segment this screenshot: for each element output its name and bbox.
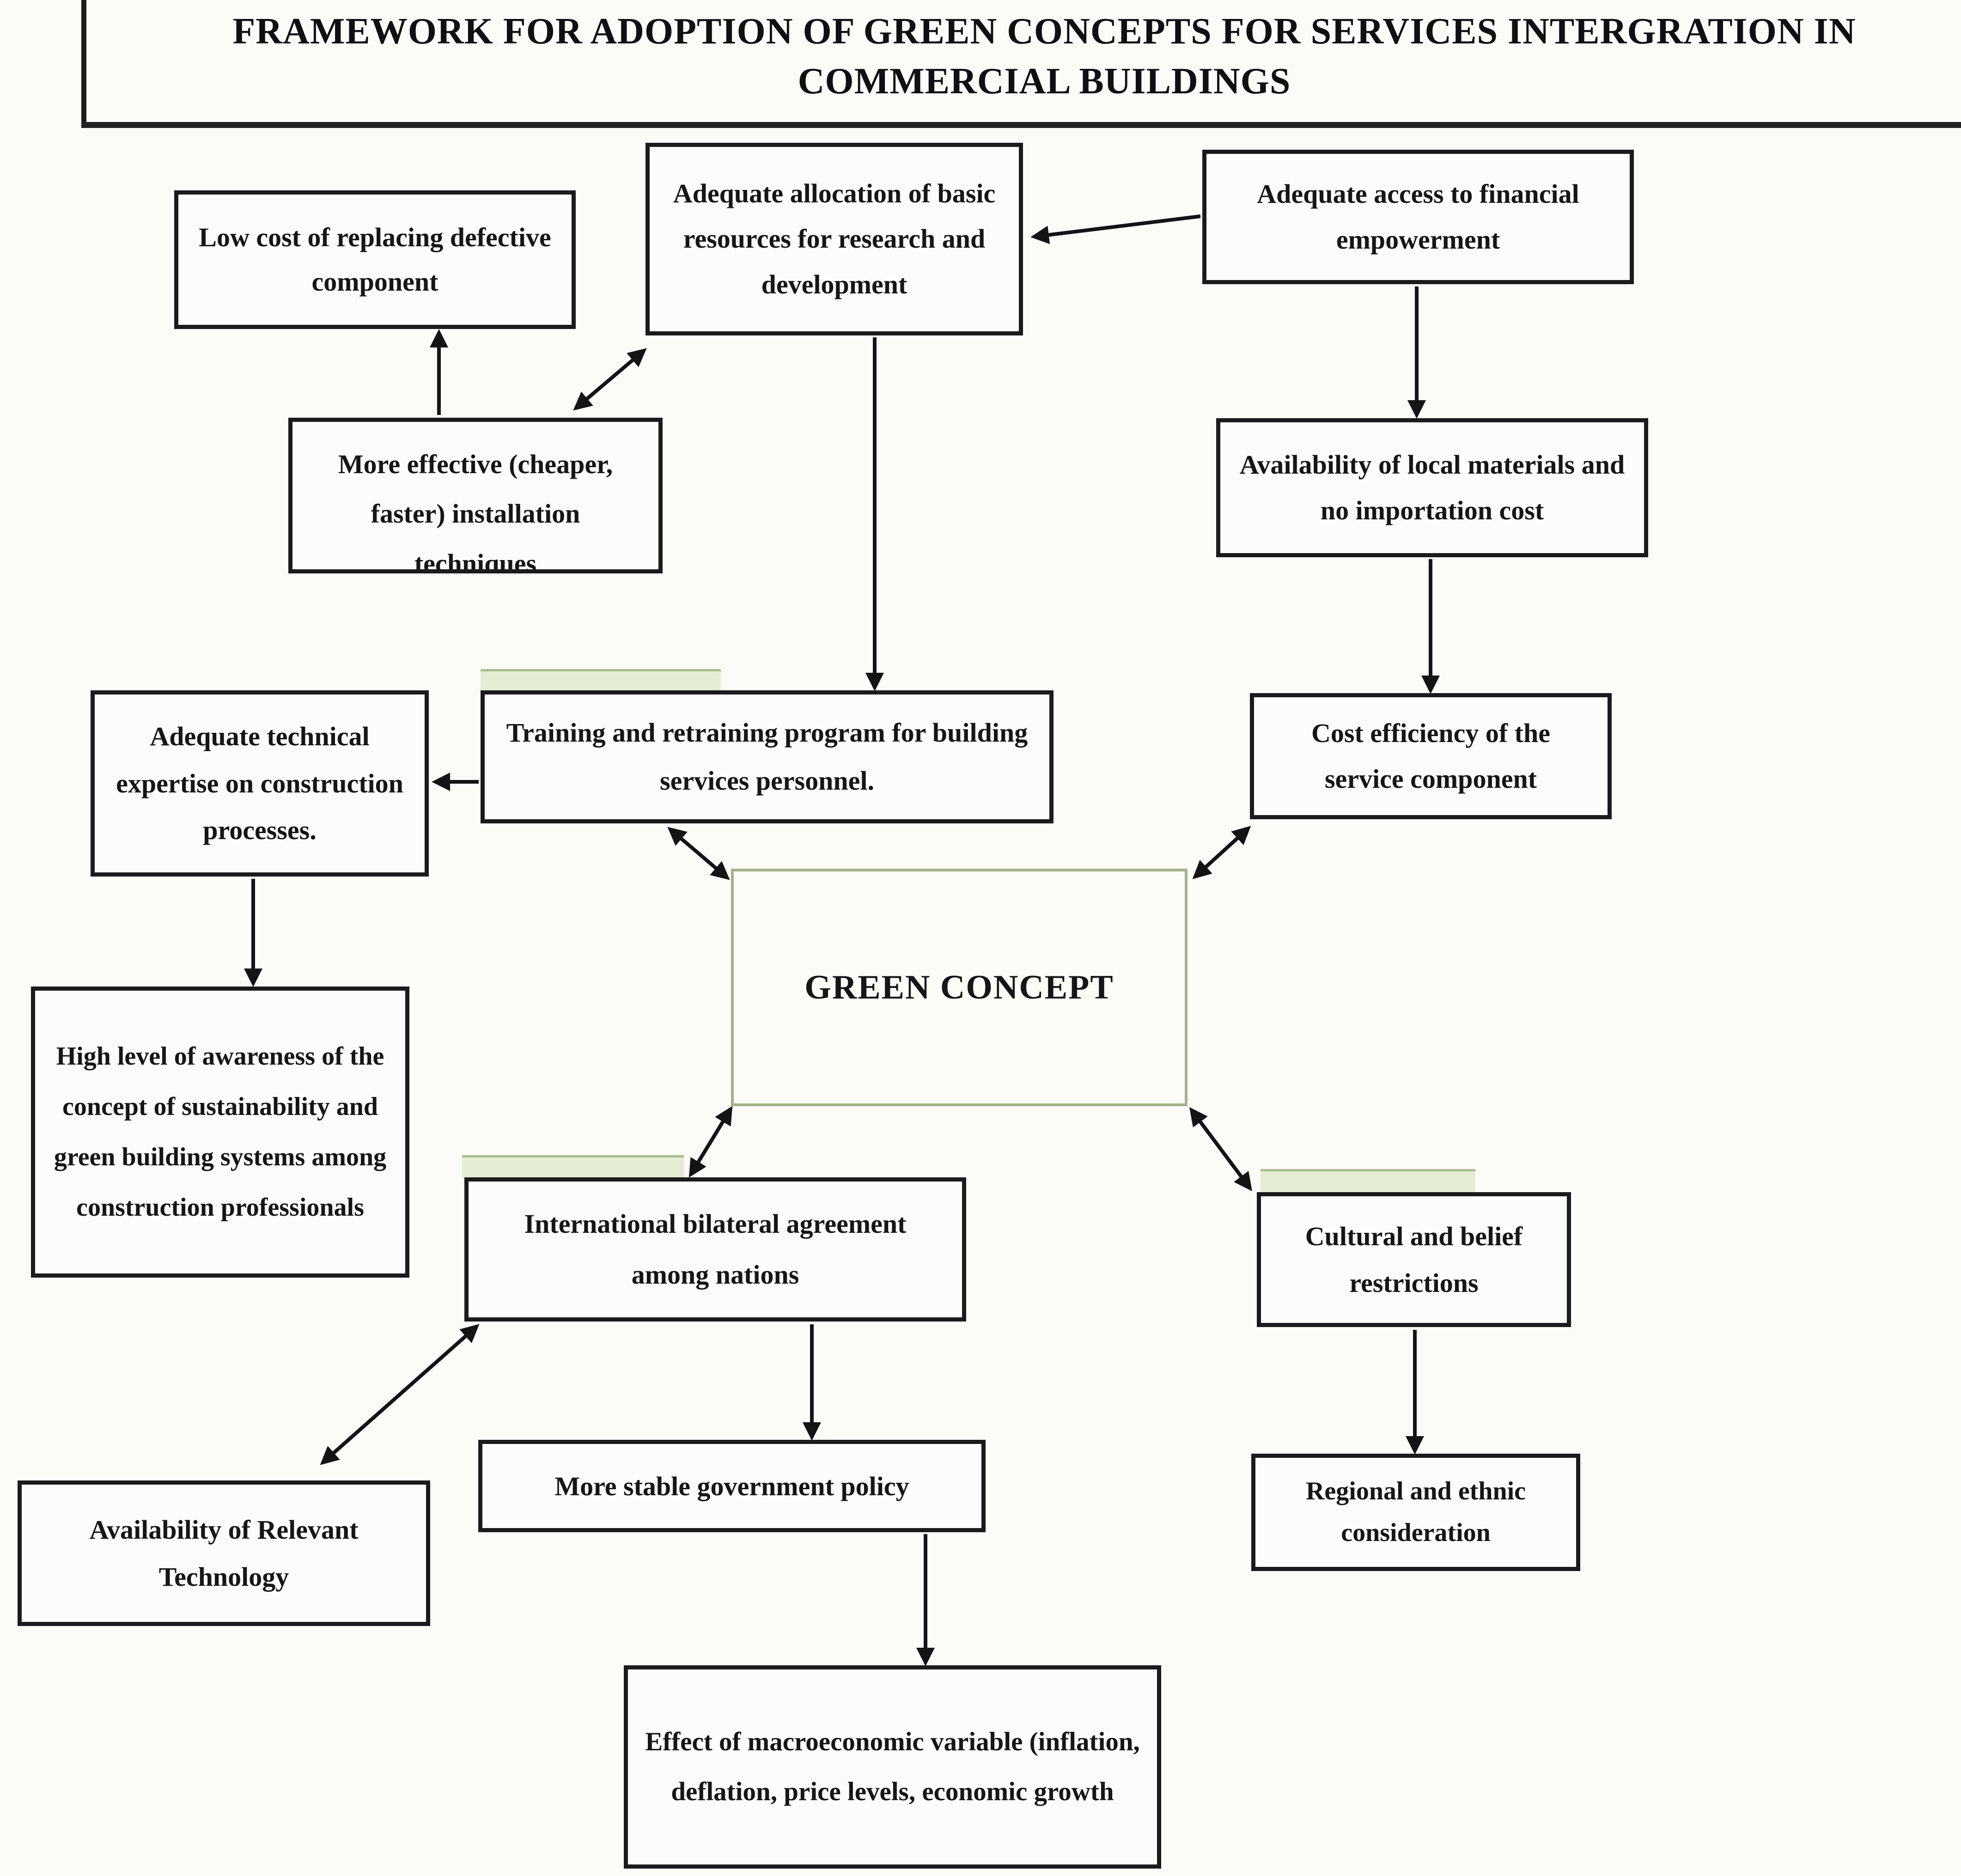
node-government-policy: More stable government policy	[478, 1440, 986, 1532]
node-low-cost-replacing: Low cost of replacing defective componen…	[174, 190, 576, 329]
node-cultural-restrictions: Cultural and belief restrictions	[1257, 1192, 1571, 1327]
node-label: International bilateral agreement among …	[524, 1208, 907, 1290]
green-band-training	[481, 669, 721, 691]
arrow-financial-to-allocation	[1030, 214, 1201, 244]
arrow-training-greenconcept-double	[667, 827, 730, 880]
node-label: More effective (cheaper, faster) install…	[338, 449, 613, 573]
node-local-materials: Availability of local materials and no i…	[1216, 418, 1648, 557]
node-installation-techniques: More effective (cheaper, faster) install…	[288, 418, 663, 573]
node-label: Cultural and belief restrictions	[1305, 1221, 1523, 1298]
node-awareness-level: High level of awareness of the concept o…	[31, 987, 409, 1278]
node-label: High level of awareness of the concept o…	[54, 1042, 387, 1222]
node-label: Regional and ethnic consideration	[1305, 1477, 1526, 1547]
node-regional-ethnic: Regional and ethnic consideration	[1251, 1454, 1580, 1571]
arrow-greenconcept-cultural-double	[1189, 1107, 1252, 1192]
node-financial-access: Adequate access to financial empowerment	[1202, 150, 1634, 284]
node-label: Adequate technical expertise on construc…	[116, 721, 403, 846]
node-label: Adequate allocation of basic resources f…	[673, 178, 996, 299]
node-label: Effect of macroeconomic variable (inflat…	[645, 1727, 1140, 1806]
arrow-costefficiency-greenconcept-double	[1192, 826, 1251, 879]
arrow-greenconcept-bilateral-double	[688, 1106, 733, 1178]
node-label: Adequate access to financial empowerment	[1257, 178, 1579, 255]
node-label: Availability of Relevant Technology	[89, 1515, 359, 1592]
node-adequate-allocation: Adequate allocation of basic resources f…	[646, 143, 1023, 335]
node-macroeconomic-variable: Effect of macroeconomic variable (inflat…	[624, 1665, 1161, 1869]
page-title: FRAMEWORK FOR ADOPTION OF GREEN CONCEPTS…	[232, 11, 1856, 102]
node-relevant-technology: Availability of Relevant Technology	[18, 1480, 430, 1626]
node-training-retraining: Training and retraining program for buil…	[481, 690, 1054, 823]
title-left-border	[81, 0, 86, 126]
node-label: Cost efficiency of the service component	[1311, 718, 1550, 794]
green-band-bilateral	[462, 1155, 684, 1178]
node-green-concept: GREEN CONCEPT	[731, 869, 1188, 1106]
title-underline-rule	[81, 122, 1961, 128]
node-technical-expertise: Adequate technical expertise on construc…	[91, 690, 429, 877]
node-label: GREEN CONCEPT	[804, 968, 1114, 1006]
node-bilateral-agreement: International bilateral agreement among …	[464, 1177, 966, 1322]
node-label: Low cost of replacing defective componen…	[199, 222, 551, 297]
arrow-installation-allocation-double	[573, 348, 647, 411]
arrow-bilateral-technology-double	[320, 1324, 480, 1465]
node-cost-efficiency: Cost efficiency of the service component	[1250, 693, 1612, 819]
node-label: Availability of local materials and no i…	[1239, 449, 1625, 525]
node-label: Training and retraining program for buil…	[506, 717, 1028, 796]
node-label: More stable government policy	[554, 1471, 909, 1501]
green-band-cultural	[1261, 1169, 1475, 1193]
